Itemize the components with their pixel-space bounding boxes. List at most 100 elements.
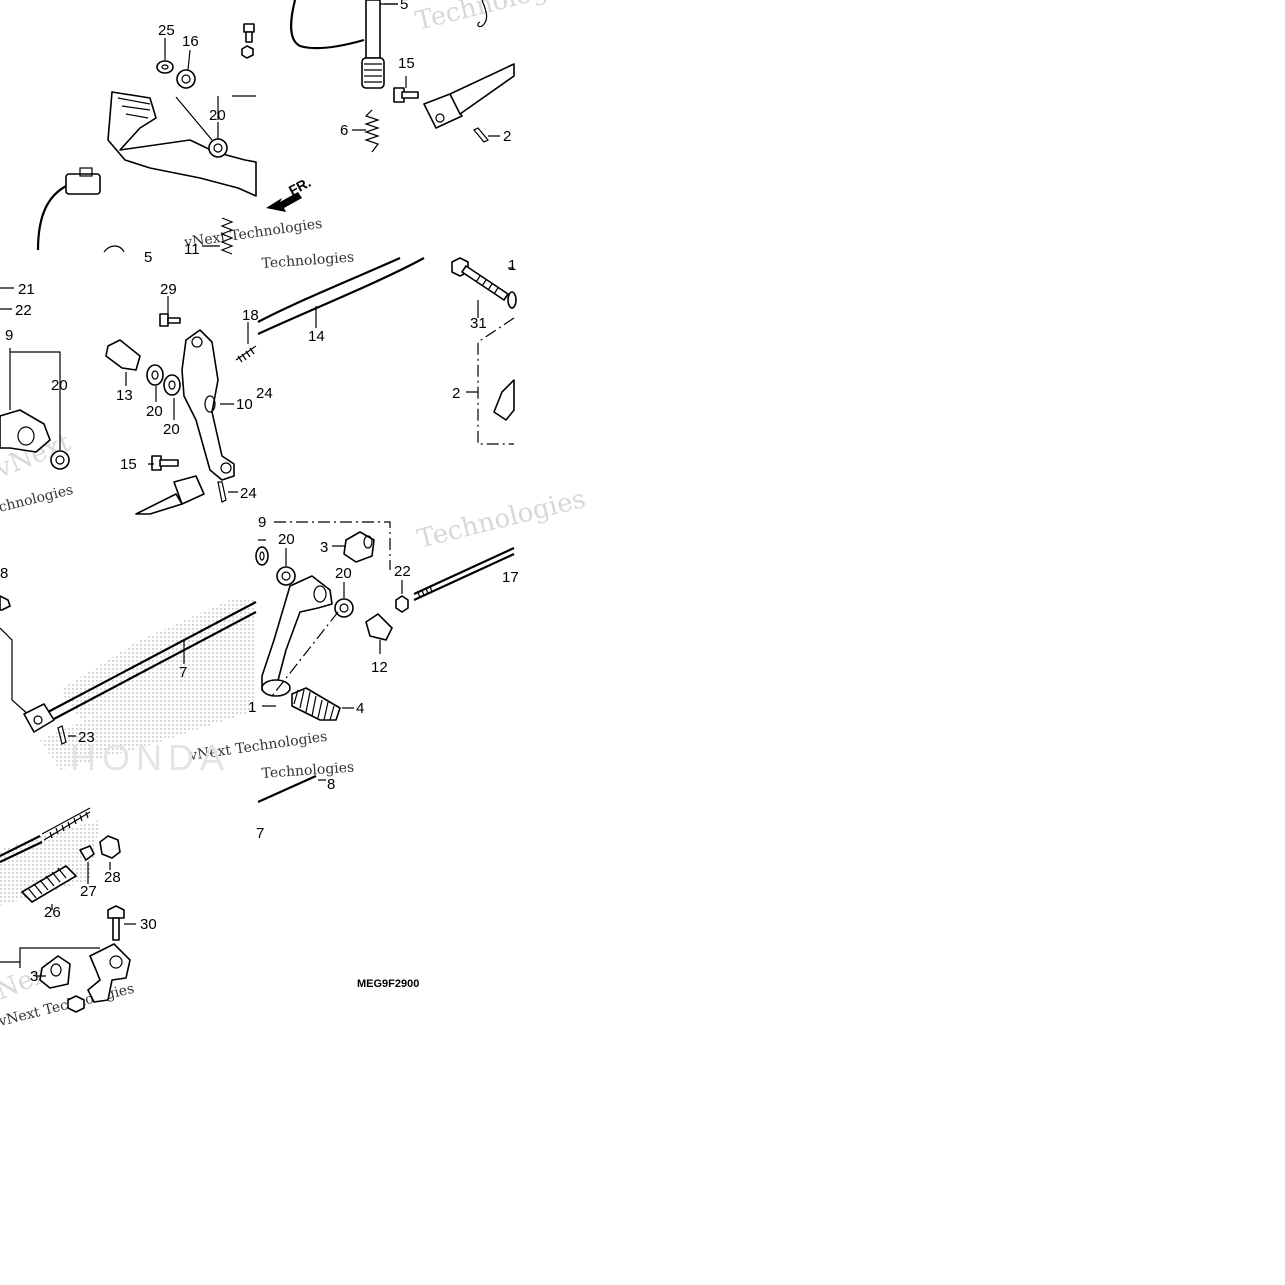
watermark-text: chnologies [0,482,75,516]
callout-label: 2 [452,385,460,402]
washer-20b [163,374,181,396]
callout-label: 7 [256,825,264,842]
front-label: FR. [286,174,313,199]
shift-lever [261,575,333,691]
callout-label: 31 [470,315,487,332]
shift-rod [257,774,317,804]
callout-label: 8 [327,776,335,793]
callout-label: 14 [308,328,325,345]
callout-label: 30 [140,916,157,933]
callout-label: 25 [158,22,175,39]
callout-label: 16 [182,33,199,50]
clevis [423,93,463,129]
callout-label: 7 [179,664,187,681]
tile-lower-center: 9 20 3 20 22 17 12 1 4 [248,514,519,721]
rubber-3 [39,955,71,989]
tile-mid-left: 21 22 9 20 [0,281,70,470]
callout-label: 26 [44,904,61,921]
callout-label: 22 [394,563,411,580]
callout-label: 15 [398,55,415,72]
rod-end [23,703,55,733]
shift-arm [87,943,131,1003]
cotter-pin [217,481,227,503]
brake-rod-14 [257,256,425,335]
spring-6 [364,109,380,153]
callout-label: 4 [356,700,364,717]
footpeg-rubber [291,687,341,721]
boot-26 [21,865,77,903]
cotter-pin-23 [57,725,67,745]
pivot-collar [105,339,141,371]
collar-27 [79,845,95,861]
callout-label: 12 [371,659,388,676]
callout-label: 24 [256,385,273,402]
callout-label: 5 [144,249,152,266]
nut-28 [99,835,121,859]
pedal-tread [117,97,151,119]
tile-lower-left: 8 7 23 [0,565,257,746]
tile-top-mid: FR. 5 15 6 2 [266,0,515,212]
shift-rod [47,601,257,721]
callout-label: 20 [209,107,226,124]
bolt-29 [159,313,181,327]
front-arrow-icon: FR. [266,174,313,212]
watermark-text: Technologies [414,484,588,555]
leader-lines [125,296,317,493]
brake-hose [290,0,365,50]
callout-label: 2 [503,128,511,145]
shift-rod [0,835,43,863]
washer-20a [276,566,296,586]
bolt-30 [107,905,125,941]
cotter-pin [473,127,489,143]
washer-25 [156,60,174,74]
peg-pivot [261,679,291,697]
rod-thread [417,585,433,599]
switch-wire [36,184,69,251]
callout-label: 20 [278,531,295,548]
nut [241,45,254,59]
callout-label: 1 [248,699,256,716]
brand-background: HONDA [0,598,256,905]
callout-label: 21 [18,281,35,298]
callout-label: 20 [335,565,352,582]
callout-label: 6 [340,122,348,139]
assembly-bracket [477,317,515,445]
step-bracket [493,379,515,421]
brand-letters: HONDA [70,737,230,778]
callout-label: 20 [146,403,163,420]
tile-mid-center: 29 18 13 20 20 10 24 15 24 14 [105,256,425,515]
brake-rod [135,493,183,515]
brake-arm [181,329,235,481]
callout-label: 10 [236,396,253,413]
spring [220,217,234,255]
bolt [243,23,255,43]
washer-20 [208,138,228,158]
callout-label: 24 [240,485,257,502]
brake-rod [449,63,515,115]
washer-20 [50,450,70,470]
callout-label: 11 [184,241,200,258]
callout-label: 20 [51,377,68,394]
brake-switch [65,173,101,195]
nut [67,995,85,1013]
nut-22 [395,595,409,613]
tile-bottom-center: 8 7 MEG9F2900 [256,774,419,990]
leader-lines [258,539,403,709]
callout-label: 29 [160,281,177,298]
callout-label: 13 [116,387,133,404]
part-outline [103,245,125,253]
callout-label: 20 [163,421,180,438]
callout-label: 3 [320,539,328,556]
bolt-15 [151,455,179,471]
rod-joint [361,57,385,89]
master-cylinder-rod [365,0,381,59]
callout-label: 9 [258,514,266,531]
tile-top-left: 25 16 20 11 5 [36,22,257,266]
callout-label: 15 [120,456,137,473]
leader-lines [0,287,14,310]
assembly-line [271,521,391,697]
callout-label: 17 [502,569,519,586]
bolt-31 [451,257,509,301]
bolt-15 [393,87,419,103]
